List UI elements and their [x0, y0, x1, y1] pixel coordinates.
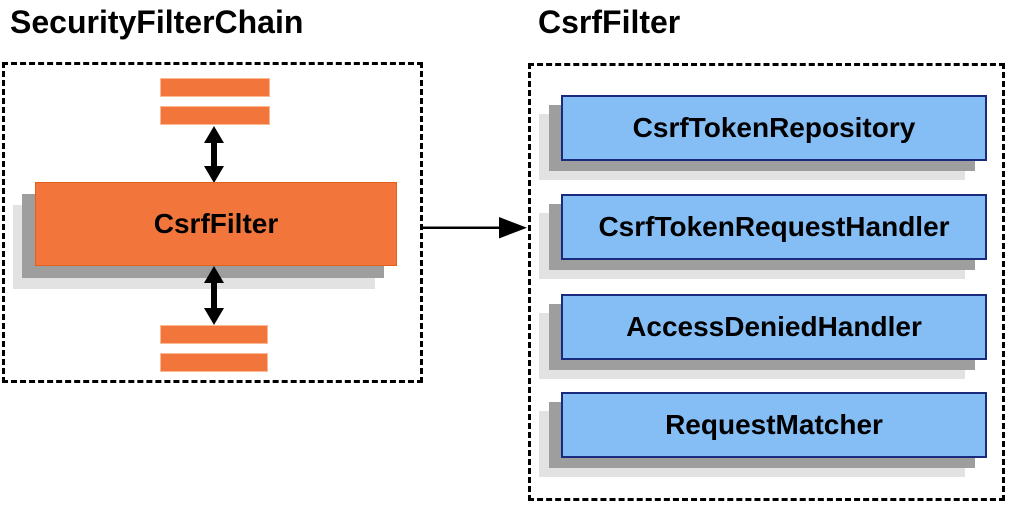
request-matcher-box: RequestMatcher [561, 392, 987, 458]
filter-chain-bar [160, 106, 270, 125]
flow-arrow-icon [422, 216, 528, 240]
component-label: AccessDeniedHandler [626, 311, 922, 342]
csrf-token-request-handler-box: CsrfTokenRequestHandler [561, 194, 987, 260]
double-arrow-icon [200, 126, 228, 183]
csrf-token-repository-box: CsrfTokenRepository [561, 95, 987, 161]
filter-chain-bar [160, 353, 268, 372]
csrf-filter-container [528, 63, 1005, 501]
security-filter-chain-container [2, 62, 423, 383]
access-denied-handler-box: AccessDeniedHandler [561, 294, 987, 360]
csrf-filter-box-label: CsrfFilter [153, 208, 279, 239]
component-label: RequestMatcher [665, 409, 883, 440]
security-filter-chain-title: SecurityFilterChain [10, 4, 304, 40]
component-label: CsrfTokenRepository [632, 112, 916, 143]
filter-chain-bar [160, 325, 268, 344]
filter-chain-bar [160, 78, 270, 97]
csrf-filter-box: CsrfFilter [35, 182, 397, 266]
component-label: CsrfTokenRequestHandler [598, 211, 950, 242]
csrf-filter-title: CsrfFilter [538, 4, 681, 40]
double-arrow-icon [200, 266, 228, 325]
